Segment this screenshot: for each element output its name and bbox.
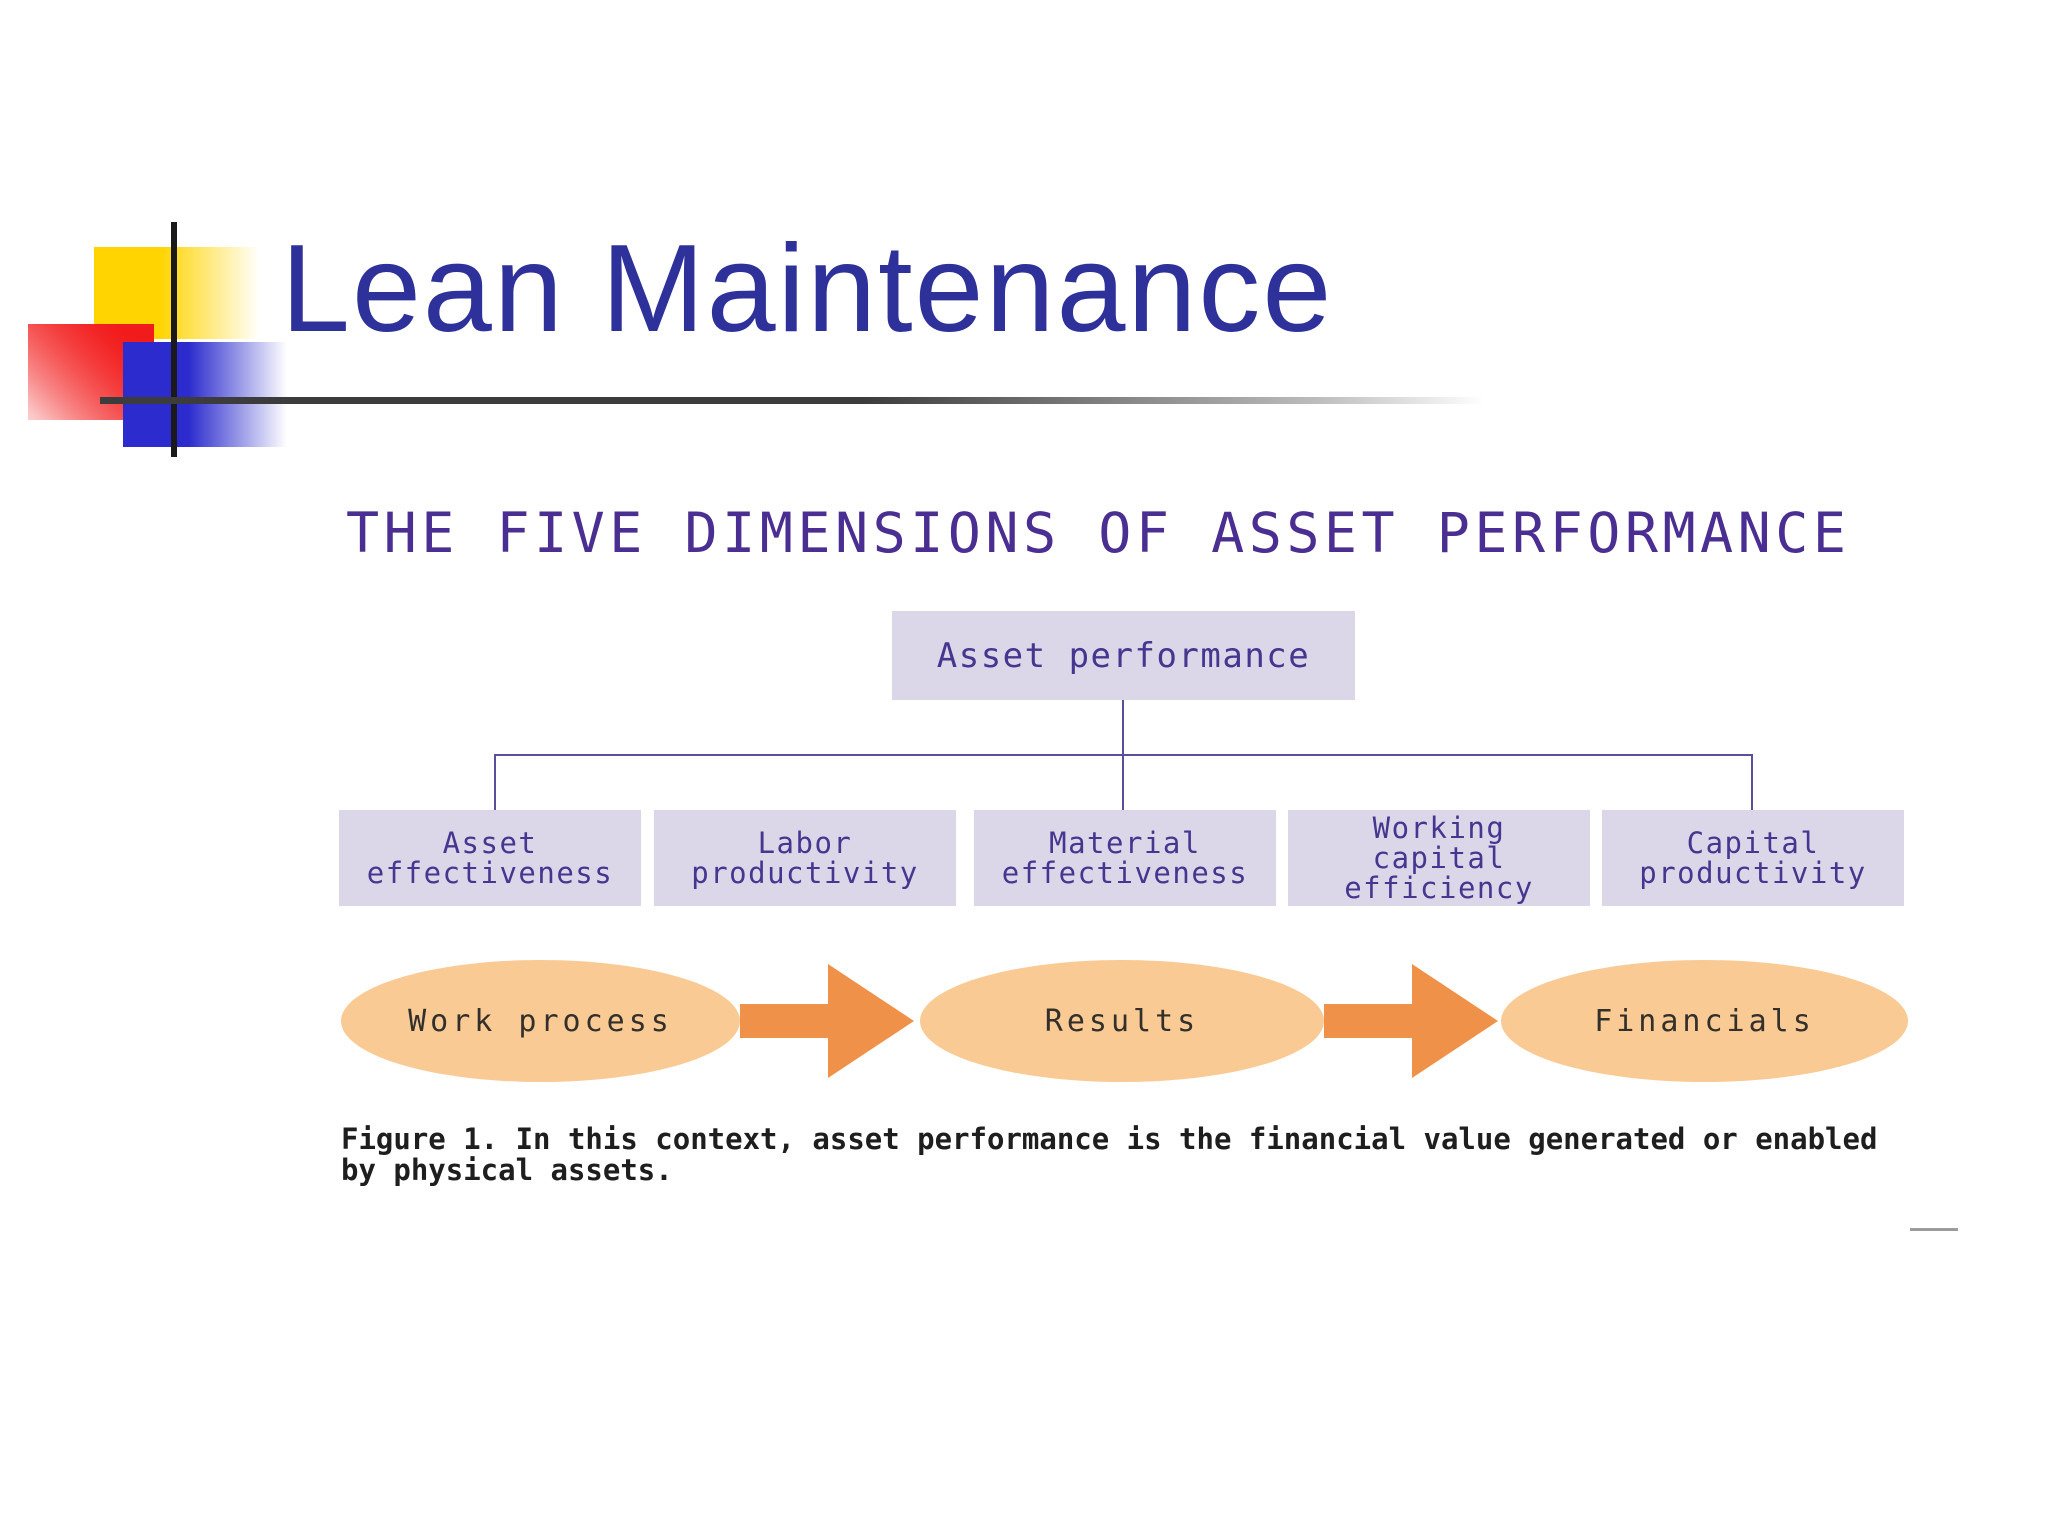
slide-title: Lean Maintenance [281, 220, 1334, 358]
oval-work-process: Work process [341, 960, 740, 1082]
box-capital-productivity: Capital productivity [1602, 810, 1904, 906]
decoration-vertical-line [171, 222, 177, 457]
figure-heading: THE FIVE DIMENSIONS OF ASSET PERFORMANCE [346, 501, 1851, 565]
box-labor-productivity: Labor productivity [654, 810, 956, 906]
connector-vertical-right [1751, 754, 1753, 810]
title-divider-line [100, 397, 1485, 404]
box-asset-effectiveness: Asset effectiveness [339, 810, 641, 906]
box-working-capital-efficiency: Working capital efficiency [1288, 810, 1590, 906]
arrow-right-icon [1412, 964, 1498, 1078]
root-box-asset-performance: Asset performance [892, 611, 1355, 700]
connector-horizontal [494, 754, 1753, 756]
oval-results: Results [920, 960, 1324, 1082]
decoration-blue-square [123, 342, 287, 447]
oval-financials: Financials [1501, 960, 1908, 1082]
corner-dash [1910, 1228, 1958, 1231]
figure-caption: Figure 1. In this context, asset perform… [341, 1122, 1878, 1187]
box-material-effectiveness: Material effectiveness [974, 810, 1276, 906]
connector-vertical-left [494, 754, 496, 810]
arrow-right-icon [740, 1004, 828, 1038]
arrow-right-icon [1324, 1004, 1412, 1038]
arrow-right-icon [828, 964, 914, 1078]
